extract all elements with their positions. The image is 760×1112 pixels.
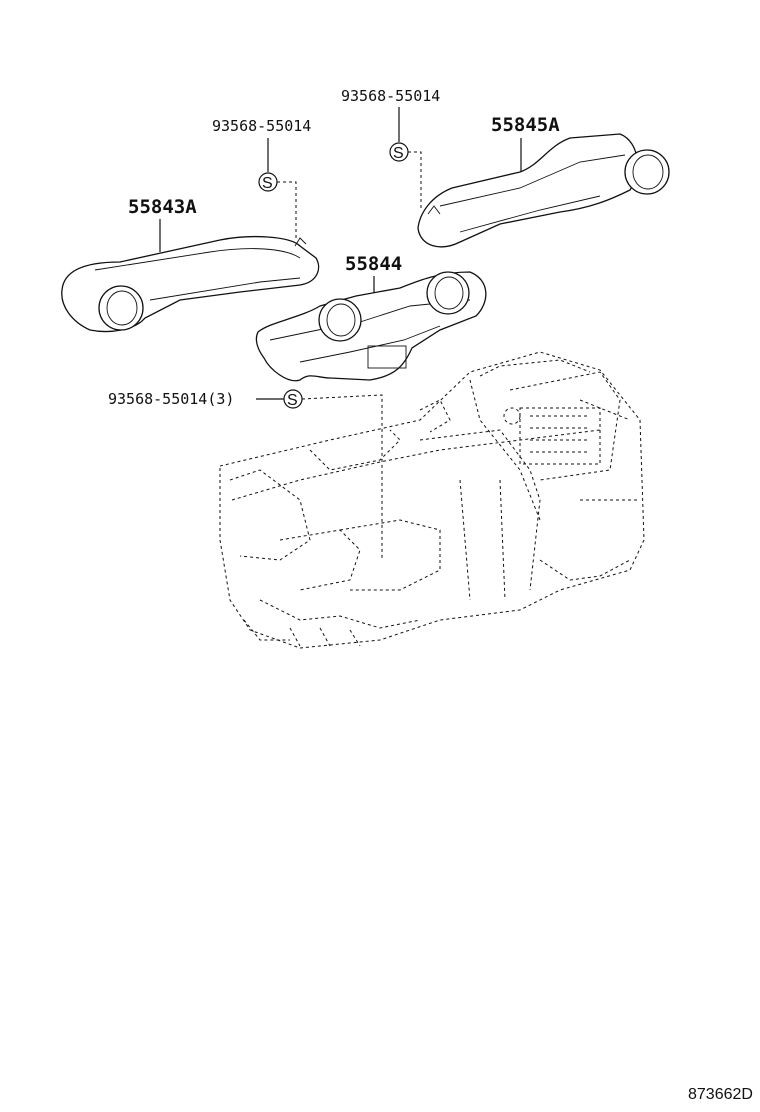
- guide-center: [301, 394, 383, 560]
- label-screw-left: 93568-55014: [212, 117, 311, 135]
- svg-text:S: S: [262, 175, 273, 192]
- guide-right: [408, 151, 422, 208]
- reference-code: 873662D: [688, 1086, 753, 1103]
- duct-55845a: [417, 133, 670, 248]
- label-part-55844: 55844: [345, 253, 402, 275]
- screw-symbol-left: S: [258, 172, 278, 192]
- hvac-unit: [219, 351, 645, 649]
- svg-text:S: S: [287, 392, 298, 409]
- duct-55843a: [61, 235, 320, 333]
- guide-left: [277, 181, 297, 240]
- screw-symbol-center: S: [283, 389, 303, 409]
- screw-symbol-right: S: [389, 142, 409, 162]
- svg-text:S: S: [393, 145, 404, 162]
- duct-55844: [255, 271, 487, 382]
- label-screw-center: 93568-55014(3): [108, 390, 234, 408]
- label-part-55845a: 55845A: [491, 114, 560, 136]
- label-part-55843a: 55843A: [128, 196, 197, 218]
- label-screw-right: 93568-55014: [341, 87, 440, 105]
